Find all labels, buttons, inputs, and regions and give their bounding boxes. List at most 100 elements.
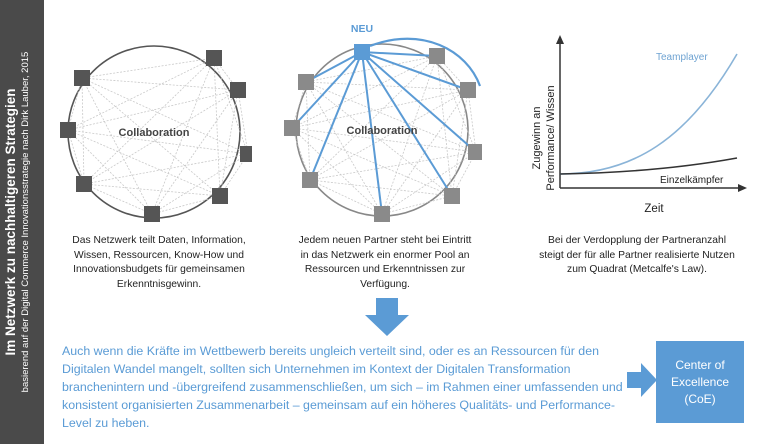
network-connection — [67, 129, 249, 155]
network-connection — [83, 183, 153, 215]
network-connection — [83, 183, 221, 197]
chart-series-teamplayer-label: Teamplayer — [656, 52, 708, 63]
network-node — [284, 120, 300, 136]
diagram1-caption: Das Netzwerk teilt Daten, Information, W… — [54, 234, 264, 292]
network-node — [298, 74, 314, 90]
network-connection — [305, 81, 311, 181]
diagram2-caption-line: Jedem neuen Partner steht bei Eintritt — [298, 235, 472, 246]
network-connection — [213, 57, 221, 197]
new-node-connection — [361, 51, 438, 57]
new-node-connection — [291, 51, 363, 129]
network-node — [212, 188, 228, 204]
network-node — [144, 206, 160, 222]
network-node — [74, 70, 90, 86]
new-node-connection — [361, 51, 477, 153]
network-node — [60, 122, 76, 138]
new-node-arc — [369, 37, 482, 87]
network-connection — [81, 77, 153, 215]
metcalfe-chart: Zugewinn an Performance/ Wissen Zeit Tea… — [531, 35, 747, 215]
coe-box: Center of Excellence (CoE) — [656, 341, 744, 423]
network-connection — [305, 81, 383, 215]
network-connection — [219, 89, 239, 197]
network-node — [429, 48, 445, 64]
network-node — [460, 82, 476, 98]
diagram1-caption-line: Erkenntnisgewinn. — [116, 278, 202, 290]
network-connection — [309, 151, 477, 181]
network-connection — [467, 89, 477, 153]
network-node — [468, 144, 482, 160]
new-node-connection — [305, 51, 363, 83]
chart-caption: Bei der Verdopplung der Partneranzahl st… — [514, 234, 760, 278]
network-connection — [81, 77, 85, 185]
network-center-label: Collaboration — [347, 125, 418, 137]
down-arrow-icon — [365, 298, 409, 336]
chart-ylabel-line1: Zugewinn an — [531, 107, 543, 170]
network-connection — [381, 151, 477, 215]
diagram2-caption-line: Ressourcen und Erkenntnissen zur — [304, 264, 466, 275]
network-connection — [151, 195, 221, 215]
network-connection — [83, 57, 215, 185]
network-connection — [151, 153, 249, 215]
network-connection — [67, 77, 83, 131]
network-node — [374, 206, 390, 222]
network-connection — [291, 127, 453, 197]
network-node — [354, 44, 370, 60]
network-diagram-1: Collaboration — [60, 45, 252, 222]
network-node — [230, 82, 246, 98]
network-connection — [305, 81, 477, 153]
network-connection — [151, 89, 239, 215]
network-node — [206, 50, 222, 66]
diagram1-caption-line: Das Netzwerk teilt Daten, Information, — [72, 235, 246, 246]
network-connection — [309, 179, 453, 197]
network-connection — [291, 55, 438, 129]
network-connection — [291, 127, 477, 153]
network-connection — [67, 129, 153, 215]
network-connection — [81, 57, 215, 79]
coe-label-line: Center of — [675, 357, 725, 372]
new-node-connection — [361, 51, 383, 215]
sidebar-title: Im Netzwerk zu nachhaltigeren Strategien — [3, 88, 18, 356]
network-connection — [436, 55, 453, 197]
network-node — [240, 146, 252, 162]
chart-y-axis-arrow — [556, 35, 564, 44]
diagram1-caption-line: Innovationsbudgets für gemeinsamen — [73, 264, 245, 275]
network-connection — [291, 127, 311, 181]
new-node-connection — [361, 51, 469, 91]
network-connection — [81, 77, 249, 155]
sidebar-text: Im Netzwerk zu nachhaltigeren Strategien… — [2, 7, 42, 437]
sidebar-subtitle: basierend auf der Digital Commerce Innov… — [20, 51, 31, 393]
network-node — [76, 176, 92, 192]
coe-label-line: Excellence — [670, 374, 730, 389]
new-node-label: NEU — [351, 23, 373, 35]
network-connection — [305, 81, 469, 91]
network-connection — [67, 89, 239, 131]
chart-x-axis-arrow — [738, 184, 747, 192]
chart-xlabel: Zeit — [644, 203, 664, 215]
chart-caption-line: zum Quadrat (Metcalfe's Law). — [567, 264, 707, 275]
network-connection — [309, 55, 438, 181]
network-connection — [213, 57, 249, 155]
network-connection — [451, 89, 469, 197]
chart-series-teamplayer-line — [559, 53, 738, 175]
network-connection — [309, 89, 469, 181]
new-node-connection — [361, 51, 453, 197]
network-connection — [67, 129, 85, 185]
network-connection — [67, 57, 215, 131]
diagram1-caption-line: Wissen, Ressourcen, Know-How und — [74, 249, 244, 261]
network-node — [302, 172, 318, 188]
diagram2-caption-line: in das Netzwerk ein enormer Pool an — [300, 249, 470, 261]
network-center-label: Collaboration — [119, 127, 190, 139]
diagram2-caption: Jedem neuen Partner steht bei Eintritt i… — [280, 234, 490, 292]
chart-caption-line: Bei der Verdopplung der Partneranzahl — [547, 235, 727, 246]
network-connection — [381, 195, 453, 215]
chart-series-einzelkaempfer-line — [559, 157, 738, 175]
network-connection — [237, 89, 249, 155]
chart-caption-line: steigt der für alle Partner realisierte … — [539, 249, 735, 261]
network-connection — [81, 77, 239, 91]
chart-series-einzelkaempfer-label: Einzelkämpfer — [660, 175, 724, 186]
conclusion-text: Auch wenn die Kräfte im Wettbewerb berei… — [62, 344, 623, 430]
network-connection — [81, 77, 221, 197]
network-diagram-2: Collaboration NEU — [284, 23, 482, 222]
network-node — [444, 188, 460, 204]
network-connection — [309, 179, 383, 215]
